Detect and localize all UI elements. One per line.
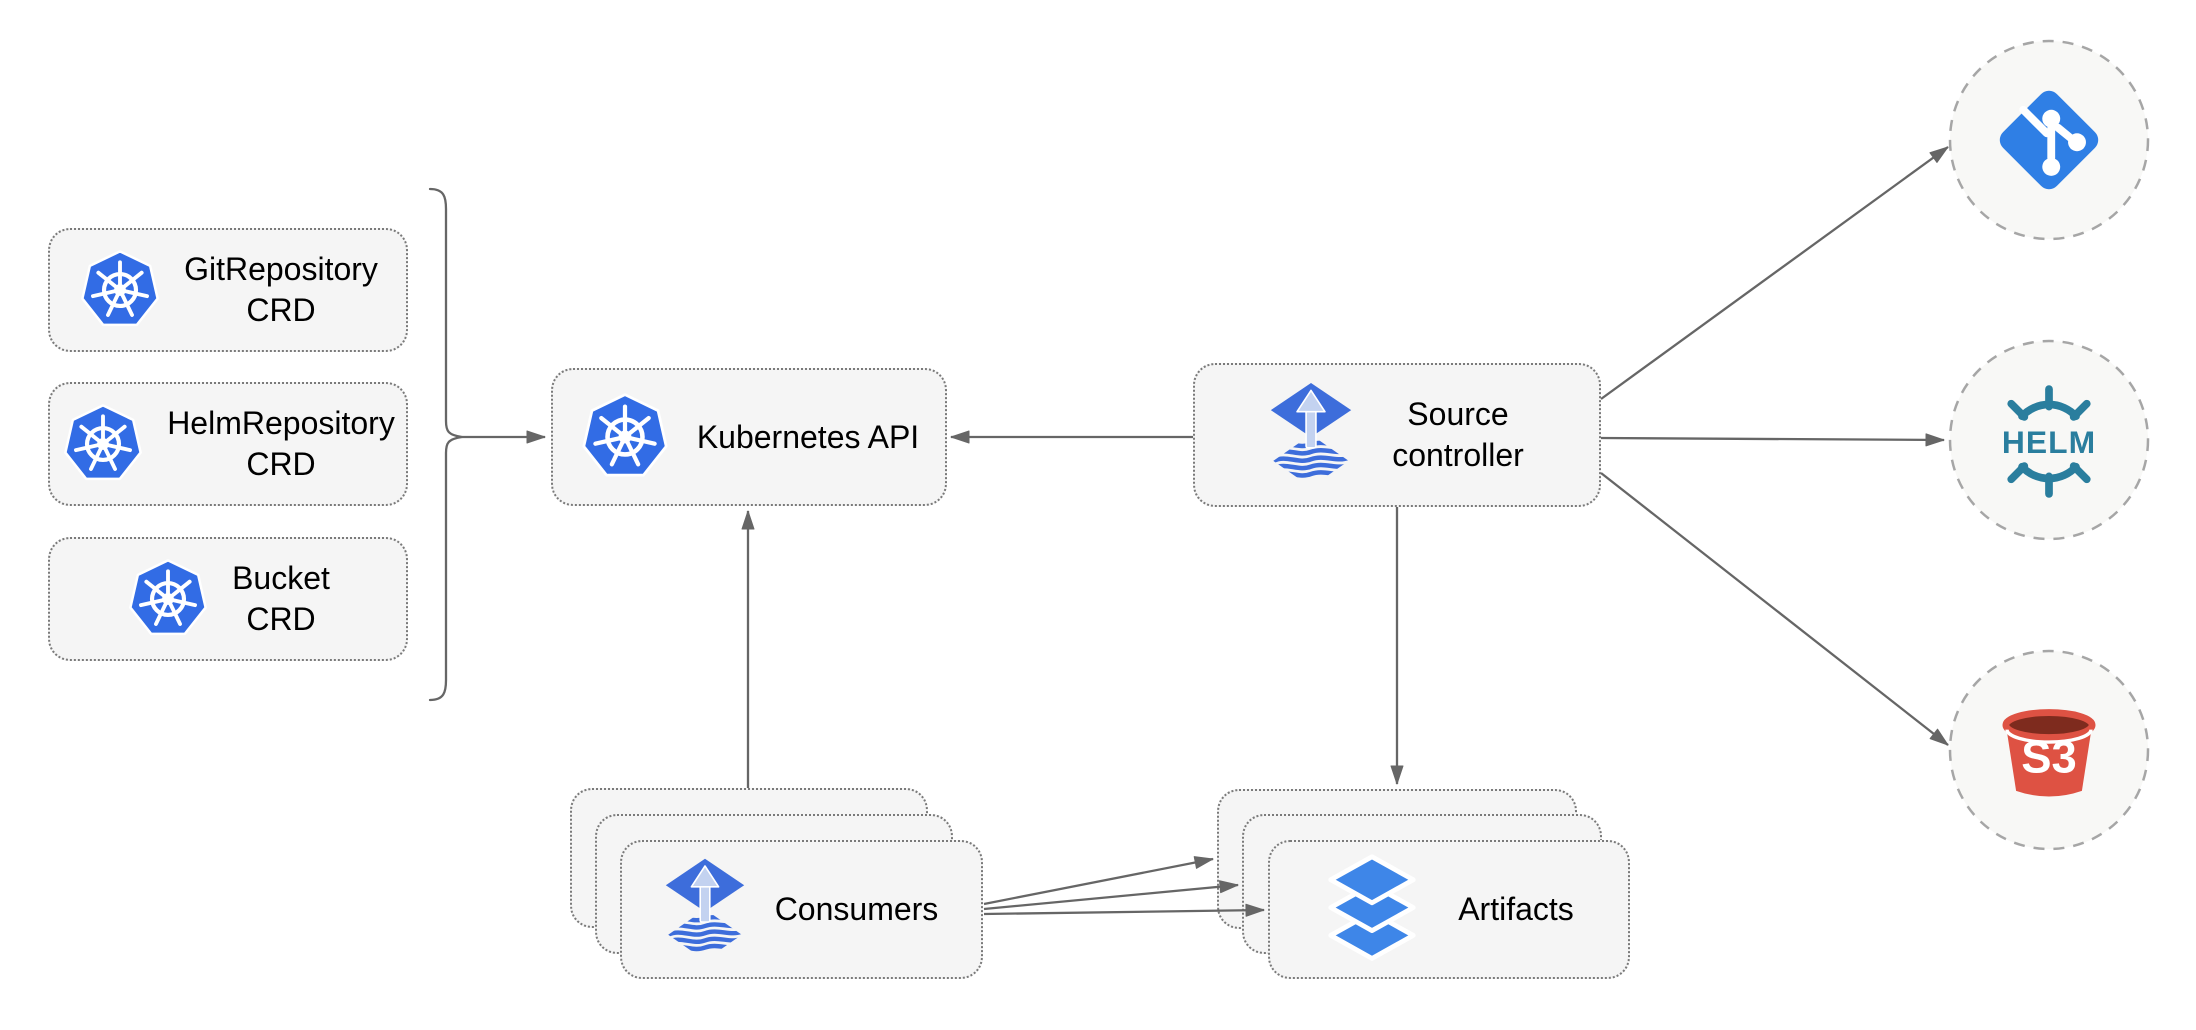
flux-icon	[1270, 382, 1352, 489]
git-repository-crd-label: GitRepository CRD	[184, 251, 378, 328]
arrow-consumers-to-artifacts-2	[983, 880, 1239, 911]
s3-logo-text: S3	[2021, 732, 2077, 783]
s3-bucket-icon: S3	[2002, 709, 2096, 797]
git-icon	[1999, 90, 2099, 190]
helm-repository-crd-label: HelmRepository CRD	[167, 405, 395, 482]
artifacts-label: Artifacts	[1458, 891, 1574, 928]
source-controller-label: Source controller	[1392, 396, 1524, 473]
kubernetes-icon	[61, 402, 145, 486]
bucket-crd-label: Bucket CRD	[232, 560, 330, 637]
arrow-consumers-to-artifacts-1	[983, 856, 1214, 906]
node-source-controller: Source controller	[1193, 363, 1601, 507]
kubernetes-api-label: Kubernetes API	[696, 418, 920, 455]
arrow-source-controller-to-git	[1600, 146, 1949, 400]
crd-group-brace	[428, 187, 463, 702]
node-git-repository-crd: GitRepository CRD	[48, 228, 408, 352]
arrow-source-controller-to-s3	[1600, 472, 1949, 746]
kubernetes-icon	[126, 557, 210, 641]
flux-icon	[665, 858, 745, 962]
node-consumers: Consumers	[620, 840, 983, 979]
helm-icon: HELM	[2000, 385, 2097, 498]
node-helm-repository-crd: HelmRepository CRD	[48, 382, 408, 506]
node-artifacts: Artifacts	[1268, 840, 1630, 979]
arrow-source-controller-to-helm	[1600, 433, 1945, 447]
consumers-label: Consumers	[774, 891, 939, 928]
layers-icon	[1328, 854, 1416, 961]
node-bucket-crd: Bucket CRD	[48, 537, 408, 661]
node-kubernetes-api: Kubernetes API	[551, 368, 947, 506]
kubernetes-icon	[78, 248, 162, 332]
helm-logo-text: HELM	[2002, 424, 2096, 460]
kubernetes-icon	[579, 391, 671, 483]
